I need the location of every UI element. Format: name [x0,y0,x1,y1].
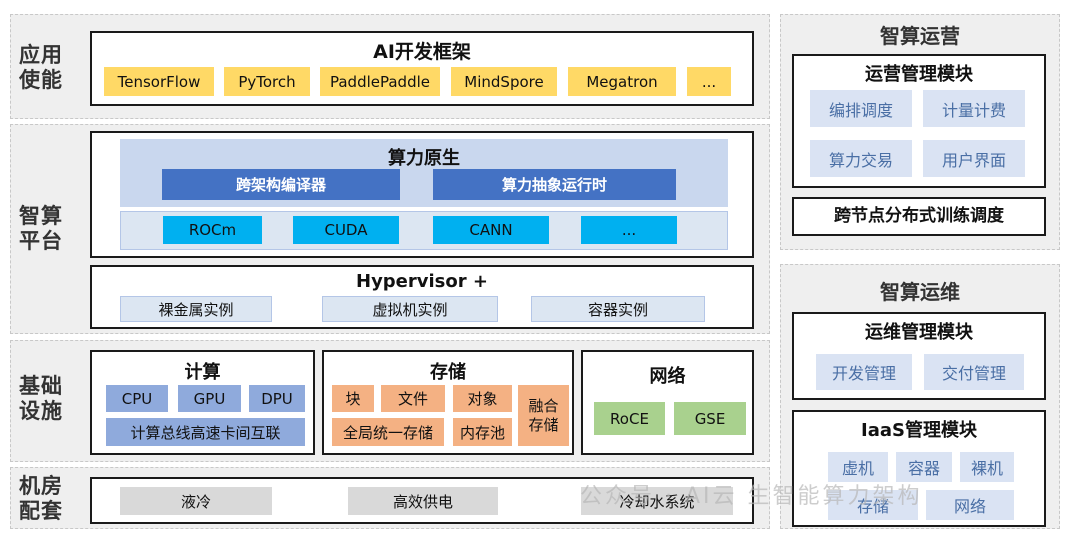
storage-memory-pool: 内存池 [453,418,512,446]
hypervisor-title: Hypervisor + [356,271,488,292]
room-efficient-power: 高效供电 [348,487,498,515]
layer-label-platform: 智算 平台 [19,204,63,253]
maintenance-title: 智算运维 [880,280,960,304]
iaas-vm: 虚机 [828,452,888,482]
storage-block: 块 [332,385,374,412]
storage-global-unified: 全局统一存储 [332,418,444,446]
framework-tensorflow: TensorFlow [104,67,214,96]
framework-more: ... [687,67,731,96]
cross-arch-compiler: 跨架构编译器 [162,169,400,200]
ops-user-interface: 用户界面 [923,140,1025,177]
compute-native-title: 算力原生 [388,148,460,169]
ops-orchestration: 编排调度 [810,90,912,127]
runtime-cann: CANN [433,216,549,244]
compute-abstraction-runtime: 算力抽象运行时 [433,169,676,200]
maintenance-module-title: 运维管理模块 [865,322,973,343]
operations-module-title: 运营管理模块 [865,64,973,85]
framework-mindspore: MindSpore [451,67,557,96]
framework-pytorch: PyTorch [224,67,310,96]
watermark: 公众号 · AI云 生智能算力架构 [580,484,923,509]
framework-paddlepaddle: PaddlePaddle [320,67,440,96]
operations-title: 智算运营 [880,24,960,48]
maint-delivery-management: 交付管理 [924,354,1024,390]
layer-label-infra: 基础 设施 [19,374,63,423]
compute-interconnect: 计算总线高速卡间互联 [106,418,305,446]
room-cooling-water: 冷却水系统 [581,487,733,515]
storage-fusion: 融合 存储 [518,385,569,446]
iaas-container: 容器 [896,452,952,482]
layer-label-app: 应用 使能 [19,43,63,92]
ai-framework-title: AI开发框架 [373,41,471,63]
distributed-training-scheduling: 跨节点分布式训练调度 [792,197,1046,236]
layer-label-room: 机房 配套 [19,474,63,523]
storage-title: 存储 [430,362,466,383]
iaas-storage: 存储 [828,490,918,520]
storage-file: 文件 [381,385,445,412]
compute-cpu: CPU [106,385,168,412]
instance-container: 容器实例 [531,296,705,322]
room-liquid-cooling: 液冷 [120,487,272,515]
runtime-rocm: ROCm [163,216,262,244]
compute-gpu: GPU [178,385,241,412]
network-gse: GSE [674,402,746,435]
ops-compute-trading: 算力交易 [810,140,912,177]
runtime-more: ... [581,216,677,244]
runtime-cuda: CUDA [293,216,399,244]
iaas-bare-metal: 裸机 [960,452,1014,482]
instance-vm: 虚拟机实例 [322,296,498,322]
instance-bare-metal: 裸金属实例 [120,296,272,322]
network-roce: RoCE [594,402,665,435]
iaas-network: 网络 [926,490,1014,520]
ops-billing: 计量计费 [923,90,1025,127]
framework-megatron: Megatron [568,67,676,96]
iaas-module-title: IaaS管理模块 [861,420,977,441]
storage-object: 对象 [453,385,512,412]
compute-title: 计算 [184,362,221,383]
maint-dev-management: 开发管理 [816,354,912,390]
compute-dpu: DPU [249,385,305,412]
network-title: 网络 [649,366,686,387]
